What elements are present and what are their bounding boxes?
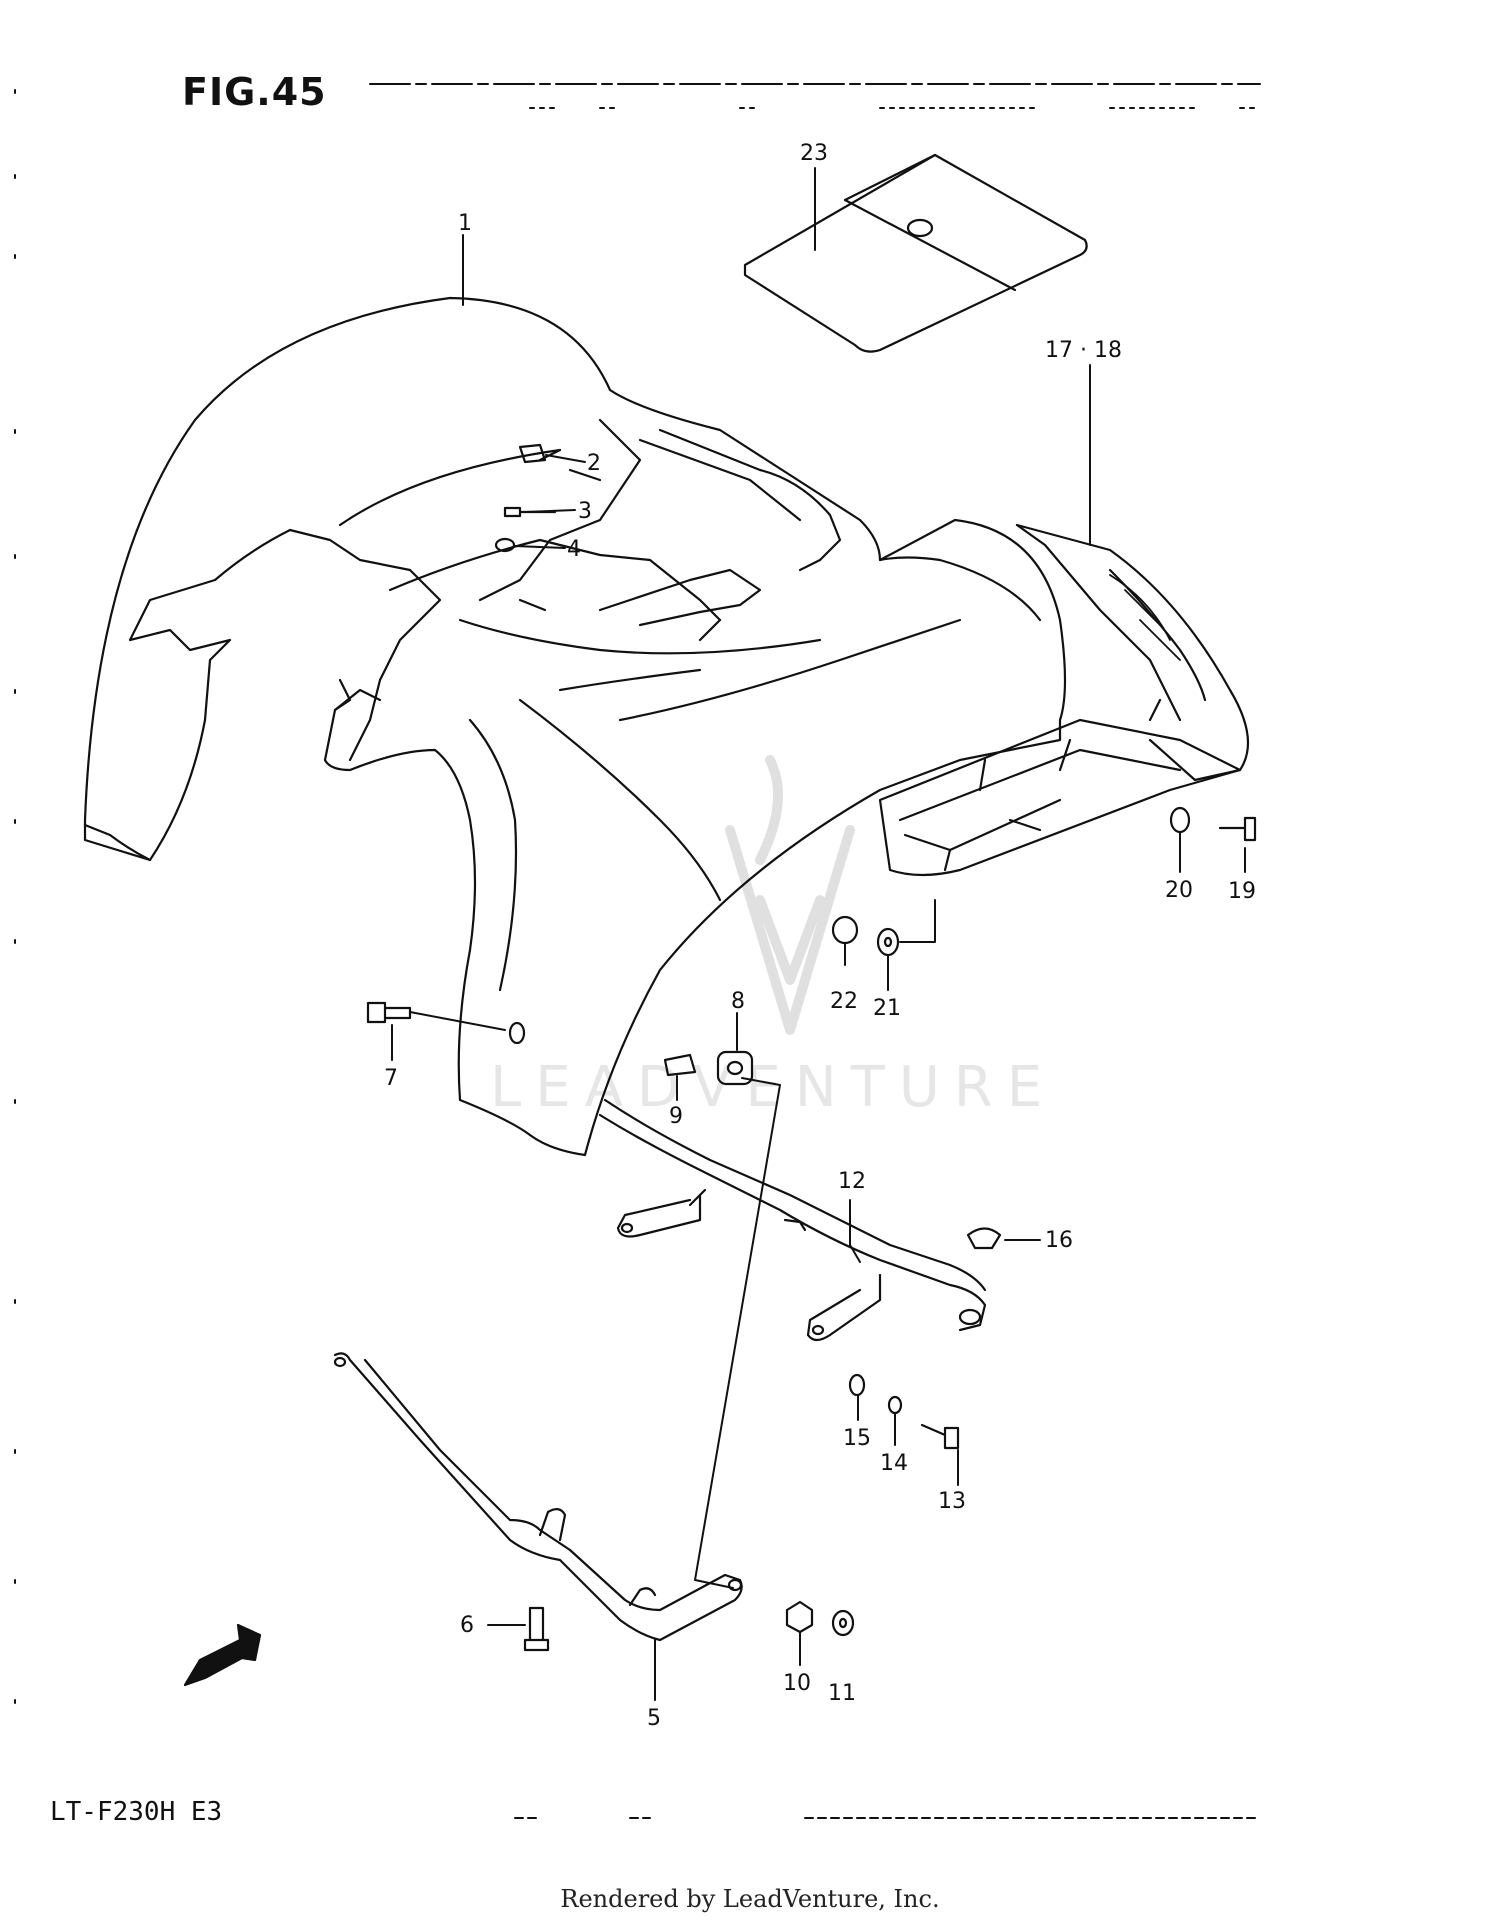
figure-title: FIG.45 <box>182 70 327 114</box>
lower-brace-part-5 <box>333 1352 743 1642</box>
callouts: 1 2 3 4 5 6 7 8 9 10 11 12 13 14 15 16 1… <box>384 141 1256 1731</box>
fwd-arrow-icon <box>183 1623 262 1687</box>
callout-11: 11 <box>828 1681 856 1706</box>
callout-22: 22 <box>830 989 858 1014</box>
callout-6: 6 <box>460 1613 474 1638</box>
callout-15: 15 <box>843 1426 871 1451</box>
callout-16: 16 <box>1045 1228 1073 1253</box>
storage-lid-part-23 <box>743 153 1088 353</box>
callout-21: 21 <box>873 996 901 1021</box>
rear-fender-part-1 <box>83 296 1067 1157</box>
callout-3: 3 <box>578 499 592 524</box>
callout-5: 5 <box>647 1706 661 1731</box>
callout-19: 19 <box>1228 879 1256 904</box>
hardware <box>366 443 1257 1652</box>
callout-14: 14 <box>880 1451 908 1476</box>
callout-13: 13 <box>938 1489 966 1514</box>
mud-flap-part-17-18 <box>878 523 1250 877</box>
callout-12: 12 <box>838 1169 866 1194</box>
leader-lines <box>391 167 1246 1701</box>
footer-credit: Rendered by LeadVenture, Inc. <box>560 1885 940 1913</box>
watermark: LEADVENTURE <box>490 1055 1057 1120</box>
callout-17-18: 17 · 18 <box>1045 338 1122 363</box>
leadventure-logo-icon <box>725 755 855 1035</box>
callout-23: 23 <box>800 141 828 166</box>
callout-1: 1 <box>458 211 472 236</box>
header-rule <box>369 83 1261 109</box>
callout-7: 7 <box>384 1066 398 1091</box>
model-code: LT-F230H E3 <box>50 1797 223 1827</box>
callout-4: 4 <box>567 537 581 562</box>
callout-20: 20 <box>1165 878 1193 903</box>
callout-2: 2 <box>587 451 601 476</box>
callout-10: 10 <box>783 1671 811 1696</box>
callout-9: 9 <box>669 1104 683 1129</box>
support-bracket-part-12 <box>598 1098 987 1342</box>
callout-8: 8 <box>731 989 745 1014</box>
